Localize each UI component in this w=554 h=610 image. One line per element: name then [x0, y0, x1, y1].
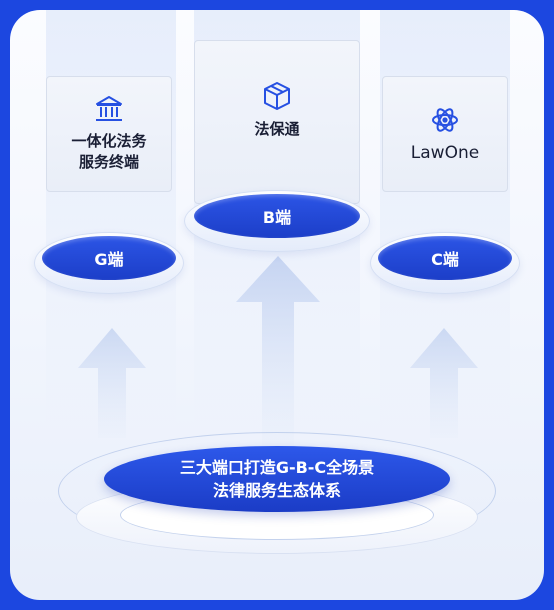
- diagram-card: 一体化法务 服务终端 法保通 LawOne G端: [10, 10, 544, 600]
- node-card-g: 一体化法务 服务终端: [46, 76, 172, 192]
- node-card-c-label: LawOne: [410, 142, 480, 163]
- bank-icon: [96, 96, 122, 121]
- cube-icon: [264, 82, 290, 110]
- base-title: 三大端口打造G-B-C全场景 法律服务生态体系: [104, 446, 450, 512]
- arrow-up-center-icon: [236, 256, 320, 446]
- node-card-g-label: 一体化法务 服务终端: [71, 132, 147, 171]
- node-pill-b: B端: [194, 194, 360, 238]
- node-card-b: 法保通: [194, 40, 360, 204]
- node-card-c: LawOne: [382, 76, 508, 192]
- arrow-up-right-icon: [410, 328, 478, 438]
- node-card-b-label: 法保通: [254, 120, 300, 138]
- arrow-up-left-icon: [78, 328, 146, 438]
- atom-icon: [432, 107, 458, 132]
- node-pill-g: G端: [42, 236, 176, 280]
- node-pill-c: C端: [378, 236, 512, 280]
